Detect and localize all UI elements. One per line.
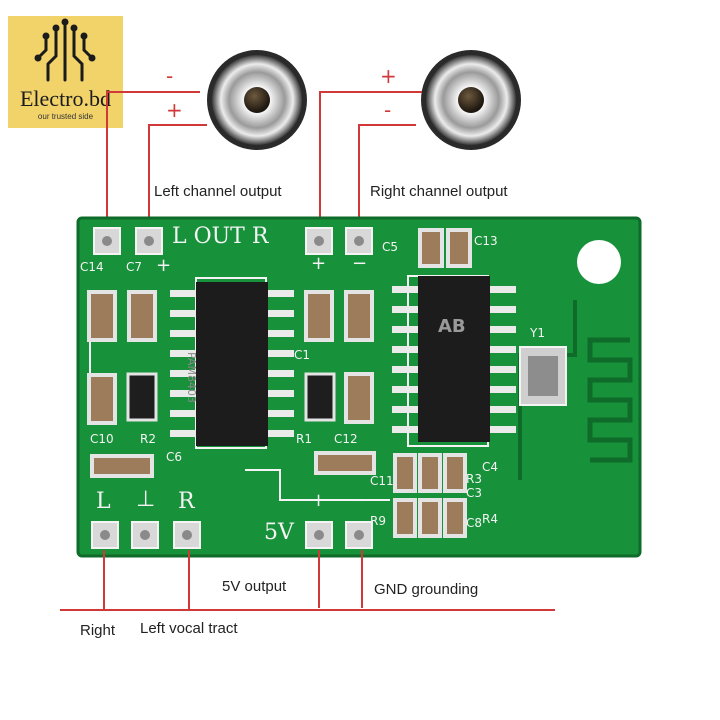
silk-r4: R4 — [482, 512, 498, 526]
silk-r9: R9 — [370, 514, 386, 528]
right-speaker — [421, 50, 521, 150]
silk-l-out-r: L OUT R — [172, 224, 269, 249]
right-speaker-minus: - — [384, 98, 392, 122]
left-speaker — [207, 50, 307, 150]
label-5v-output: 5V output — [222, 578, 287, 595]
silk-c7: C7 — [126, 260, 143, 274]
silk-plus-left: + — [156, 255, 172, 276]
silk-c3: C3 — [466, 486, 483, 500]
silk-c6: C6 — [166, 450, 183, 464]
output-wires — [106, 91, 422, 232]
label-right-input: Right — [80, 622, 116, 639]
silk-input-gnd: ⊥ — [136, 487, 156, 512]
smd-components — [87, 228, 472, 538]
input-wires — [60, 550, 555, 611]
bt-ic-logo: AB — [438, 316, 466, 337]
pad-holes — [100, 236, 364, 540]
silk-c1: C1 — [294, 348, 311, 362]
silk-c8: C8 — [466, 516, 483, 530]
label-left-channel-output: Left channel output — [154, 183, 282, 200]
circuit-tree-icon — [34, 18, 96, 82]
silk-plus-power: + — [311, 490, 327, 511]
silk-c14: C14 — [80, 260, 104, 274]
silk-r2: R2 — [140, 432, 156, 446]
logo-tagline: our trusted side — [37, 112, 94, 121]
silk-c5: C5 — [382, 240, 399, 254]
label-left-vocal-tract: Left vocal tract — [140, 620, 238, 637]
ic-amplifier — [170, 282, 294, 446]
silk-input-r: R — [178, 489, 195, 514]
silk-minus-right: − — [352, 253, 368, 274]
silk-5v: 5V — [264, 520, 294, 545]
silk-input-l: L — [96, 489, 111, 514]
silk-c11: C11 — [370, 474, 394, 488]
label-gnd-grounding: GND grounding — [374, 581, 479, 598]
brand-logo: Electro.bd our trusted side — [8, 16, 123, 128]
silk-r1: R1 — [296, 432, 312, 446]
silk-c12: C12 — [334, 432, 358, 446]
ic-bluetooth — [392, 276, 516, 442]
silk-c10: C10 — [90, 432, 114, 446]
label-right-channel-output: Right channel output — [370, 183, 508, 200]
silk-c4: C4 — [482, 460, 499, 474]
silk-plus-right: + — [311, 253, 327, 274]
amp-ic-marking: PAM8403 — [185, 352, 198, 403]
left-speaker-minus: - — [166, 64, 174, 88]
left-speaker-plus: + — [166, 98, 183, 122]
silk-y1: Y1 — [530, 326, 545, 340]
silk-minus-power: − — [352, 490, 368, 511]
right-speaker-plus: + — [380, 64, 397, 88]
crystal-y1 — [519, 346, 567, 406]
silk-r3: R3 — [466, 472, 482, 486]
logo-name: Electro.bd — [19, 86, 112, 111]
silk-c13: C13 — [474, 234, 498, 248]
